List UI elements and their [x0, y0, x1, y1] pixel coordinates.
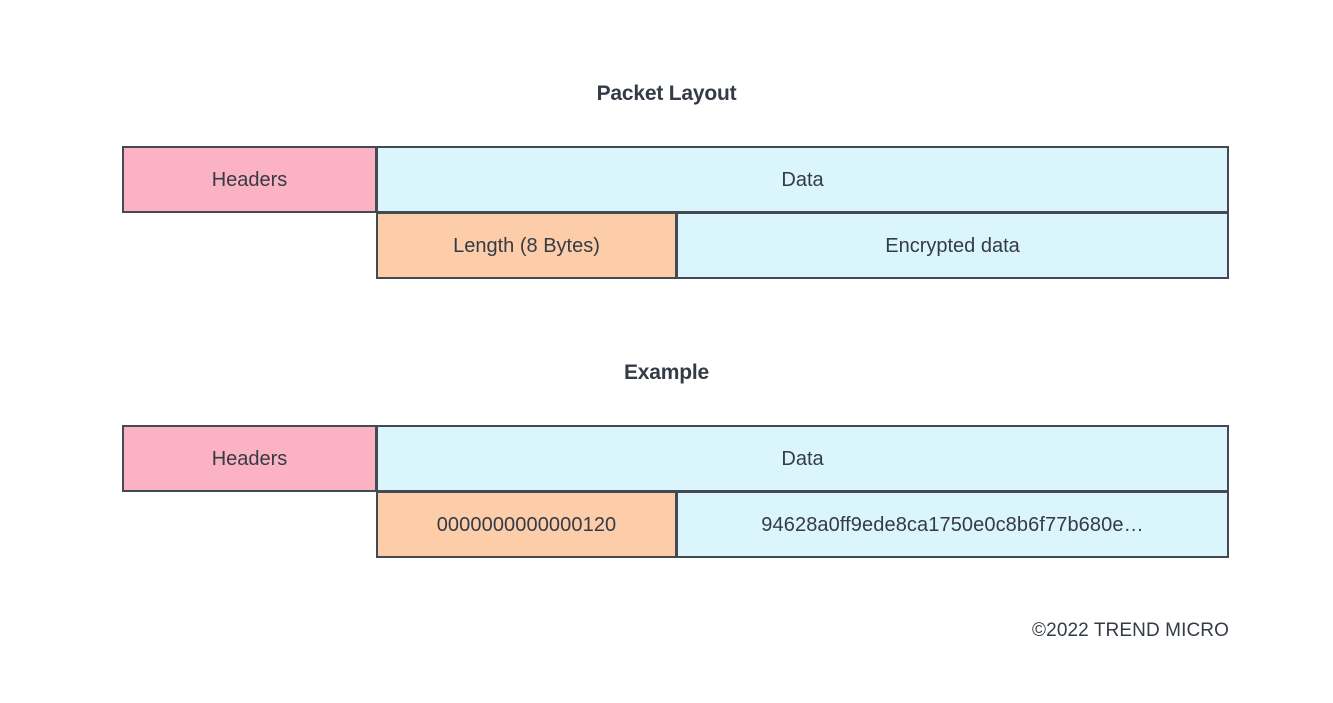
- packet-layout-encrypted-data-cell: Encrypted data: [676, 212, 1229, 279]
- packet-layout-data-cell: Data: [376, 146, 1229, 213]
- example-encrypted-data-value-cell: 94628a0ff9ede8ca1750e0c8b6f77b680e…: [676, 491, 1229, 558]
- packet-layout-headers-cell: Headers: [122, 146, 377, 213]
- packet-layout-title: Packet Layout: [596, 82, 737, 105]
- example-length-value-cell: 0000000000000120: [376, 491, 677, 558]
- example-lower-row: 0000000000000120 94628a0ff9ede8ca1750e0c…: [122, 491, 1229, 558]
- example-headers-cell: Headers: [122, 425, 377, 492]
- packet-layout-upper-row: Headers Data: [122, 146, 1229, 213]
- example-upper-row: Headers Data: [122, 425, 1229, 492]
- packet-layout-diagram: Headers Data Length (8 Bytes) Encrypted …: [122, 146, 1229, 279]
- example-title: Example: [624, 361, 709, 384]
- packet-layout-lower-row: Length (8 Bytes) Encrypted data: [122, 212, 1229, 279]
- example-diagram: Headers Data 0000000000000120 94628a0ff9…: [122, 425, 1229, 558]
- packet-layout-length-cell: Length (8 Bytes): [376, 212, 677, 279]
- copyright-notice: ©2022 TREND MICRO: [1032, 620, 1229, 641]
- example-data-cell: Data: [376, 425, 1229, 492]
